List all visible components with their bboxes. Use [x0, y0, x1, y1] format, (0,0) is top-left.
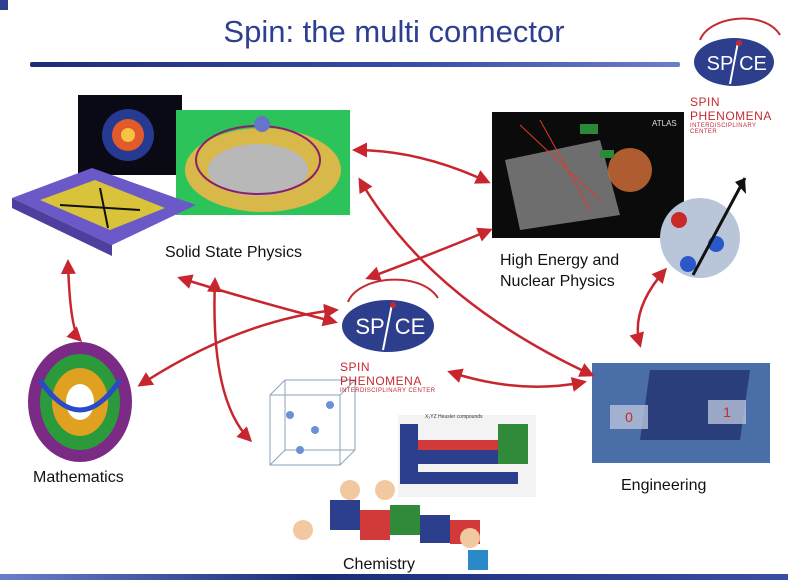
nucleon-sphere-image — [660, 177, 747, 278]
arrow-highenergy-engineering — [629, 267, 667, 348]
label-solid-state-physics: Solid State Physics — [165, 244, 302, 261]
logo-top: SP CE SPIN PHENOMENA INTERDISCIPLINARY C… — [690, 10, 785, 135]
svg-text:ATLAS: ATLAS — [652, 119, 677, 128]
label-high-energy-line2: Nuclear Physics — [500, 273, 615, 290]
corner-mark — [0, 0, 8, 10]
logo-top-line1: SPIN — [690, 95, 721, 109]
svg-text:CE: CE — [395, 314, 426, 339]
svg-text:SP: SP — [707, 53, 734, 75]
arrow-solidstate-engineering — [358, 177, 595, 377]
bottom-rule — [0, 574, 788, 580]
label-engineering: Engineering — [621, 477, 707, 494]
periodic-table-image: X₂YZ Heusler compounds — [398, 414, 536, 497]
spin-ring-image — [176, 110, 350, 215]
kids-blocks-image — [293, 480, 488, 570]
svg-text:0: 0 — [625, 409, 633, 425]
logo-center-line1: SPIN — [340, 360, 371, 374]
logo-center: SP CE SPIN PHENOMENA INTERDISCIPLINARY C… — [336, 270, 446, 395]
arrow-highenergy-chemistry — [365, 227, 493, 281]
math-surface-image — [28, 342, 132, 462]
arrow-solidstate-center — [177, 274, 338, 327]
svg-text:1: 1 — [723, 404, 731, 420]
slide-title: Spin: the multi connector — [223, 14, 565, 49]
logo-top-line3: INTERDISCIPLINARY CENTER — [690, 123, 757, 135]
arrow-math-center — [137, 303, 339, 387]
arrow-solidstate-chemistry — [207, 277, 253, 443]
svg-text:X₂YZ Heusler compounds: X₂YZ Heusler compounds — [425, 414, 483, 420]
logo-center-line2: PHENOMENA — [340, 374, 422, 388]
logo-center-mark: SP CE — [342, 278, 439, 352]
logo-top-line2: PHENOMENA — [690, 109, 772, 123]
arrow-solidstate-highenergy — [352, 142, 491, 184]
label-high-energy-line1: High Energy and — [500, 252, 620, 269]
engineering-memory-image: 0 1 — [592, 363, 770, 463]
svg-text:SP: SP — [355, 314, 384, 339]
label-chemistry: Chemistry — [343, 556, 416, 573]
arrow-center-engineering — [447, 368, 587, 392]
label-mathematics: Mathematics — [33, 469, 124, 486]
arrow-solidstate-math — [60, 259, 83, 343]
logo-top-mark: SP CE — [694, 17, 781, 86]
atom-cluster-image — [78, 95, 182, 175]
title-underline — [30, 62, 680, 67]
logo-center-line3: INTERDISCIPLINARY CENTER — [340, 388, 436, 394]
spin-device-image — [12, 168, 196, 256]
svg-text:CE: CE — [739, 53, 767, 75]
